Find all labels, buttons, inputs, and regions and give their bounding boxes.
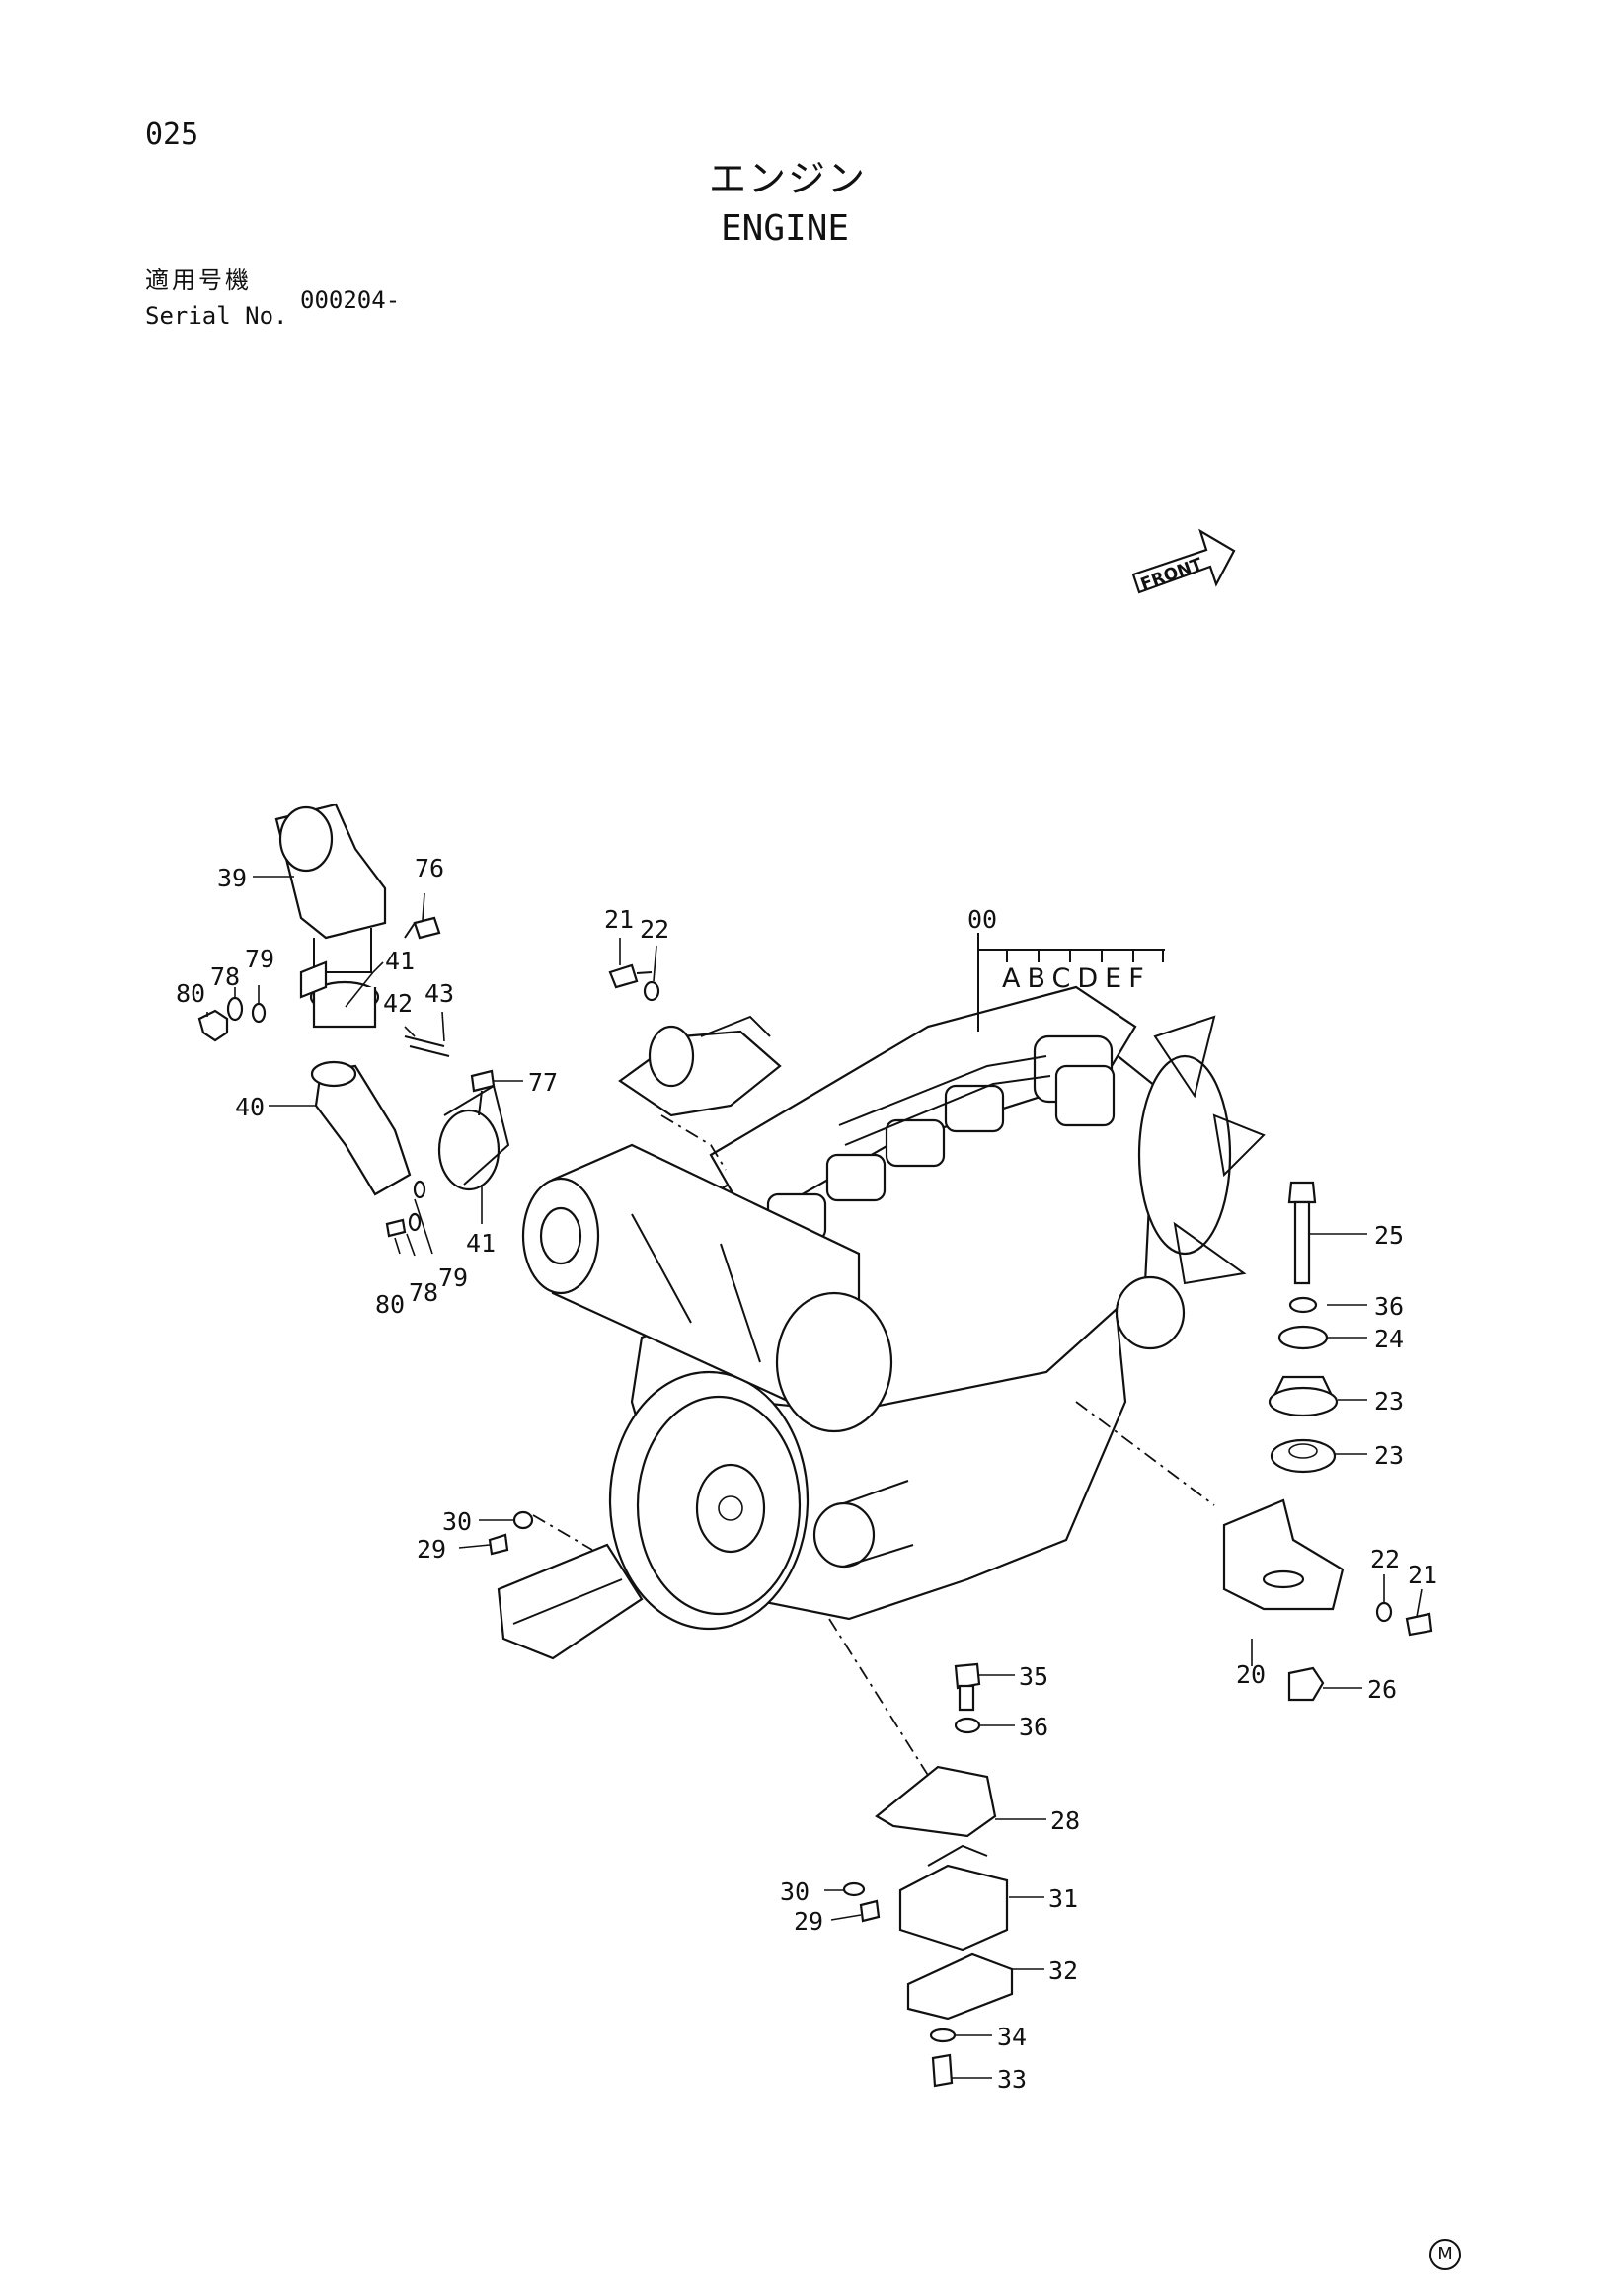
callout-28: 28 (1050, 1806, 1080, 1835)
callout-41-bottom: 41 (466, 1229, 496, 1258)
corner-mark-icon: M (1429, 2239, 1461, 2270)
callout-77: 77 (528, 1068, 558, 1097)
callout-40: 40 (235, 1093, 265, 1121)
callout-30-bottom: 30 (780, 1877, 810, 1906)
callout-26: 26 (1367, 1675, 1397, 1704)
right-mount-stack (1075, 1181, 1433, 1702)
engine-body (521, 985, 1266, 1631)
callout-79-top: 79 (245, 945, 274, 973)
bottom-mount-stack (828, 1618, 1014, 2088)
serial-number-value: 000204- (300, 286, 401, 314)
serial-label-japanese: 適用号機 (145, 267, 252, 294)
callout-39: 39 (217, 864, 247, 892)
fasteners-top-left (197, 916, 496, 1238)
callout-23-upper: 23 (1374, 1387, 1404, 1416)
front-arrow-icon: FRONT (1131, 528, 1236, 595)
hose-pipe-40 (309, 980, 510, 1196)
callout-23-lower: 23 (1374, 1441, 1404, 1470)
callout-33: 33 (997, 2065, 1027, 2094)
callout-20: 20 (1236, 1660, 1266, 1689)
callout-36-bottom: 36 (1019, 1713, 1048, 1741)
callout-00: 00 (967, 905, 997, 934)
variant-letters: ABCDEF (1002, 963, 1151, 994)
callout-78-top: 78 (210, 962, 240, 991)
callout-labels: 00 39 76 41 80 78 79 42 43 40 77 41 79 7… (176, 854, 1437, 2094)
serial-label-english: Serial No. (145, 302, 288, 330)
callout-25: 25 (1374, 1221, 1404, 1250)
callout-41-top: 41 (385, 947, 415, 975)
left-mount (488, 1510, 644, 1660)
callout-21-top: 21 (604, 905, 634, 934)
callout-22-top: 22 (640, 915, 669, 944)
callout-36-right: 36 (1374, 1292, 1404, 1321)
callout-35: 35 (1019, 1662, 1048, 1691)
top-mount-bracket (608, 963, 782, 1171)
variant-bracket: ABCDEF (977, 933, 1165, 1032)
callout-79-bottom: 79 (438, 1263, 468, 1292)
callout-78-bottom: 78 (409, 1278, 438, 1307)
callout-76: 76 (415, 854, 444, 882)
callout-21-right: 21 (1408, 1561, 1437, 1589)
callout-29-left: 29 (417, 1535, 446, 1564)
leader-lines (206, 876, 1423, 2079)
callout-34: 34 (997, 2023, 1027, 2051)
callout-32: 32 (1048, 1956, 1078, 1985)
callout-80-bottom: 80 (375, 1290, 405, 1319)
callout-29-bottom: 29 (794, 1907, 823, 1936)
title-japanese: エンジン (709, 157, 868, 200)
intake-elbow-39 (274, 803, 387, 973)
callout-22-right: 22 (1370, 1545, 1400, 1573)
title-english: ENGINE (721, 208, 850, 249)
page-number: 025 (145, 117, 199, 152)
callout-43: 43 (424, 979, 454, 1008)
callout-80-top: 80 (176, 979, 205, 1008)
callout-24: 24 (1374, 1325, 1404, 1353)
callout-42: 42 (383, 989, 413, 1018)
callout-31: 31 (1048, 1884, 1078, 1913)
callout-30-left: 30 (442, 1507, 472, 1536)
